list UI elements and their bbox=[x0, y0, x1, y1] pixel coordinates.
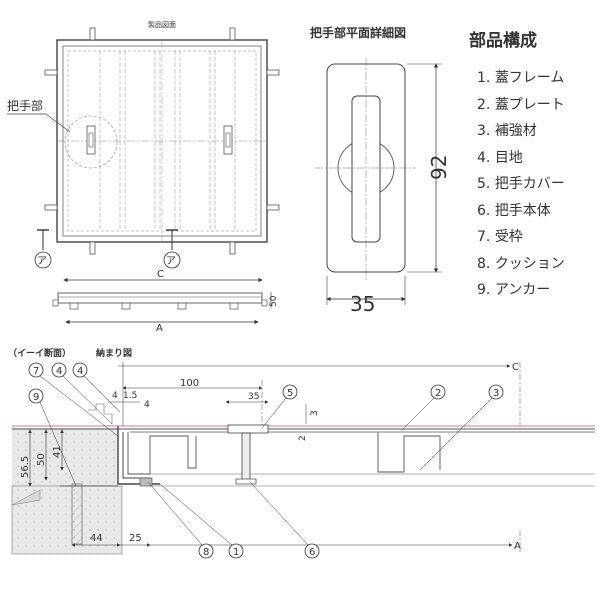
svg-text:1: 1 bbox=[233, 547, 239, 558]
callout-1: 1 bbox=[159, 483, 244, 559]
handle-cover-section bbox=[227, 424, 269, 434]
handle-left bbox=[64, 115, 118, 169]
svg-text:ア: ア bbox=[37, 256, 47, 267]
plan-title: 製品図面 bbox=[148, 20, 176, 29]
callout-5: 5 bbox=[261, 384, 298, 429]
part-item: 3. 補強材 bbox=[477, 123, 537, 139]
svg-text:4: 4 bbox=[112, 391, 118, 401]
svg-text:ア: ア bbox=[166, 256, 176, 267]
svg-text:9: 9 bbox=[33, 392, 39, 403]
handle-height-label: 92 bbox=[427, 155, 451, 180]
svg-text:6: 6 bbox=[309, 547, 315, 558]
callout-4a: 4 bbox=[51, 362, 113, 425]
side-elevation bbox=[52, 292, 268, 310]
part-item: 1. 蓋フレーム bbox=[477, 70, 565, 86]
svg-text:44: 44 bbox=[90, 533, 103, 544]
svg-text:50: 50 bbox=[36, 453, 47, 466]
callout-2: 2 bbox=[401, 384, 446, 431]
handle-detail: 把手部平面詳細図 92 35 bbox=[310, 25, 451, 316]
callouts: 7 4 4 9 5 2 3 8 1 6 bbox=[28, 362, 504, 559]
part-item: 8. クッション bbox=[477, 255, 565, 272]
svg-text:4: 4 bbox=[56, 366, 62, 377]
svg-text:1.5: 1.5 bbox=[123, 391, 137, 401]
callout-4b: 4 bbox=[72, 362, 121, 413]
section-view: （イーイ断面） 納まり図 C 100 35 4 1.5 4 3 2 bbox=[8, 347, 595, 559]
svg-text:3: 3 bbox=[310, 410, 320, 416]
parts-list: 部品構成 1. 蓋フレーム 2. 蓋プレート 3. 補強材 4. 目地 5. 把… bbox=[465, 26, 595, 304]
anchor-bolt bbox=[71, 483, 83, 545]
handle-right bbox=[223, 125, 233, 155]
part-item: 9. アンカー bbox=[477, 282, 551, 298]
callout-7: 7 bbox=[28, 362, 119, 437]
cushion bbox=[139, 477, 153, 487]
svg-text:4: 4 bbox=[77, 366, 83, 377]
svg-text:25: 25 bbox=[129, 533, 142, 544]
handle-width-label: 35 bbox=[350, 292, 375, 316]
section-mark-left: ア bbox=[34, 229, 52, 269]
callout-3: 3 bbox=[419, 384, 504, 471]
svg-text:35: 35 bbox=[248, 392, 259, 402]
svg-text:7: 7 bbox=[33, 366, 39, 377]
reinforcement-channel bbox=[377, 432, 441, 473]
receiving-frame bbox=[117, 426, 160, 485]
dim-c-label: C bbox=[157, 269, 164, 280]
plan-view: 製品図面 把手部 bbox=[7, 20, 280, 334]
svg-text:4: 4 bbox=[144, 400, 150, 410]
svg-text:8: 8 bbox=[203, 547, 209, 558]
section-dim-c: C bbox=[512, 362, 519, 373]
handle-body-section bbox=[241, 432, 251, 482]
callout-8: 8 bbox=[147, 481, 214, 559]
svg-text:56.5: 56.5 bbox=[20, 456, 31, 478]
anchor-tabs bbox=[44, 27, 280, 255]
section-title-left: （イーイ断面） bbox=[8, 347, 71, 359]
svg-text:2: 2 bbox=[298, 435, 308, 441]
part-item: 4. 目地 bbox=[477, 149, 523, 166]
section-dim-a: A bbox=[514, 541, 521, 552]
svg-text:2: 2 bbox=[435, 388, 441, 399]
svg-text:41: 41 bbox=[52, 445, 63, 458]
part-item: 6. 把手本体 bbox=[477, 202, 551, 219]
handle-label: 把手部 bbox=[7, 98, 43, 113]
handle-detail-title: 把手部平面詳細図 bbox=[310, 25, 406, 40]
section-title-right: 納まり図 bbox=[96, 347, 132, 359]
svg-text:100: 100 bbox=[180, 378, 199, 389]
parts-title: 部品構成 bbox=[469, 31, 537, 51]
part-item: 7. 受枠 bbox=[477, 229, 523, 245]
callout-9: 9 bbox=[28, 388, 77, 487]
part-item: 2. 蓋プレート bbox=[477, 96, 565, 113]
svg-text:5: 5 bbox=[287, 388, 293, 399]
dim-a-label: A bbox=[156, 323, 163, 334]
section-mark-right: ア bbox=[163, 229, 181, 269]
lid-frame-section bbox=[127, 432, 197, 475]
callout-6: 6 bbox=[249, 481, 320, 559]
svg-text:3: 3 bbox=[493, 388, 499, 399]
parts-items: 1. 蓋フレーム 2. 蓋プレート 3. 補強材 4. 目地 5. 把手カバー … bbox=[465, 65, 595, 304]
part-item: 5. 把手カバー bbox=[477, 176, 565, 192]
dim-50-label: 50 bbox=[269, 295, 279, 307]
